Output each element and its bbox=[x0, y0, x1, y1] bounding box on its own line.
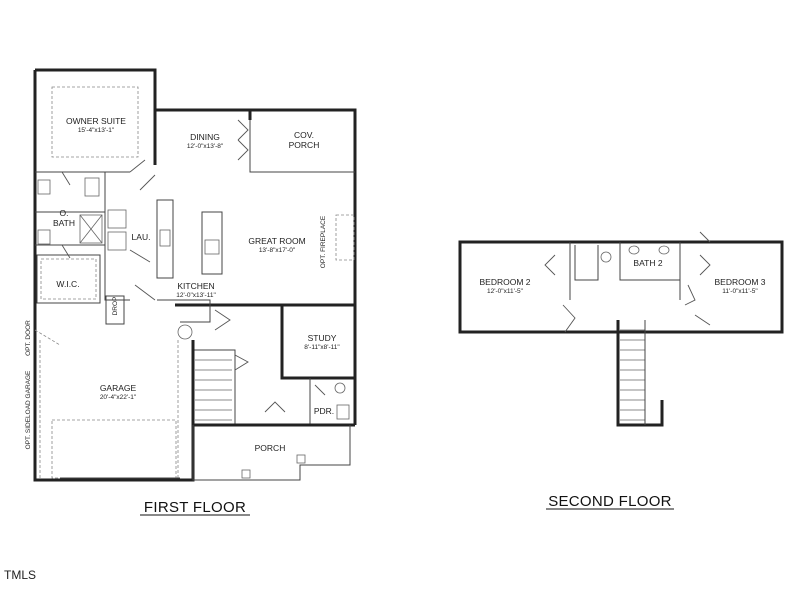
bedroom-partitions bbox=[569, 242, 681, 300]
cov-porch-outline bbox=[249, 120, 355, 173]
bath2-sink bbox=[658, 245, 670, 255]
o-bath-label-2: BATH bbox=[53, 218, 75, 228]
o-bath-label-1: O. bbox=[60, 208, 69, 218]
second-floor-outline bbox=[458, 240, 784, 334]
bath2-label: BATH 2 bbox=[633, 258, 662, 268]
kitchen-dim: 12'-0"x13'-11" bbox=[176, 292, 216, 299]
owner-suite-label: OWNER SUITE bbox=[66, 116, 126, 126]
garage-dim: 20'-4"x22'-1" bbox=[100, 394, 137, 401]
bedroom3-dim: 11'-0"x11'-5" bbox=[722, 288, 758, 295]
toilet-fixture bbox=[84, 177, 100, 197]
right-exterior-wall bbox=[250, 108, 357, 305]
opt-fireplace-label: OPT. FIREPLACE bbox=[320, 215, 327, 268]
wic-shelf bbox=[40, 258, 97, 300]
porch-label: PORCH bbox=[255, 443, 286, 453]
opt-sideload-label: OPT. SIDELOAD GARAGE bbox=[25, 370, 32, 449]
bedroom2-door bbox=[562, 304, 576, 333]
garage-wall bbox=[33, 312, 195, 482]
fridge-marker bbox=[177, 324, 193, 340]
study-label: STUDY bbox=[308, 333, 337, 343]
hall-door-2 bbox=[694, 314, 711, 326]
drop-label: DROP bbox=[112, 297, 119, 316]
kitchen-label: KITCHEN bbox=[177, 281, 214, 291]
bath-door bbox=[61, 171, 71, 259]
first-floor-plan: OWNER SUITE 15'-4"x13'-1" DINING 12'-0"x… bbox=[25, 68, 357, 516]
kitchen-counter bbox=[156, 199, 174, 279]
porch-column bbox=[241, 469, 251, 479]
stair-enclosure bbox=[193, 349, 236, 425]
porch-outline bbox=[192, 425, 351, 481]
tub-fixture bbox=[574, 245, 599, 281]
laundry-wall bbox=[104, 172, 130, 301]
stair-treads-2 bbox=[620, 329, 645, 421]
owner-door bbox=[129, 159, 156, 191]
closet-door bbox=[234, 354, 249, 371]
garage-label: GARAGE bbox=[100, 383, 137, 393]
bath2-wall bbox=[619, 242, 680, 281]
pdr-sink bbox=[334, 382, 346, 394]
pdr-door bbox=[314, 384, 326, 396]
cov-porch-label-1: COV. bbox=[294, 130, 314, 140]
bedroom2-label: BEDROOM 2 bbox=[479, 277, 530, 287]
island-sink bbox=[204, 239, 220, 255]
cooktop-fixture bbox=[159, 229, 171, 247]
garage-opt-lines bbox=[39, 340, 179, 480]
bedroom3-label: BEDROOM 3 bbox=[714, 277, 765, 287]
foyer-door bbox=[214, 309, 231, 331]
bedroom2-dim: 12'-0"x11'-5" bbox=[487, 288, 524, 295]
pdr-label: PDR. bbox=[314, 406, 334, 416]
closet-door-2 bbox=[544, 254, 556, 276]
shower-fixture bbox=[79, 214, 103, 244]
dining-door bbox=[237, 119, 249, 161]
hall-door bbox=[129, 249, 156, 301]
stair-treads bbox=[195, 359, 232, 421]
second-floor-title: SECOND FLOOR bbox=[548, 493, 672, 510]
stair-wall bbox=[616, 320, 664, 427]
cov-porch-label-2: PORCH bbox=[289, 140, 320, 150]
first-floor-title: FIRST FLOOR bbox=[144, 499, 246, 516]
bath2-toilet bbox=[600, 251, 612, 263]
bath2-door bbox=[684, 284, 696, 306]
porch-column bbox=[296, 454, 306, 464]
entry-door bbox=[264, 401, 286, 413]
washer-fixture bbox=[107, 209, 127, 229]
wic-label: W.I.C. bbox=[56, 279, 79, 289]
opt-door-swing bbox=[34, 329, 61, 346]
sink-fixture bbox=[37, 229, 51, 245]
dryer-fixture bbox=[107, 231, 127, 251]
kitchen-lower-counter bbox=[157, 299, 211, 323]
pdr-toilet bbox=[336, 404, 350, 420]
garage-door-outline bbox=[51, 419, 177, 479]
dining-top-wall bbox=[155, 108, 252, 120]
kitchen-island bbox=[201, 211, 223, 275]
great-room-dim: 13'-8"x17'-0" bbox=[259, 247, 296, 254]
drop-zone bbox=[105, 295, 125, 325]
opt-door-label: OPT. DOOR bbox=[25, 320, 32, 356]
lau-label: LAU. bbox=[132, 232, 151, 242]
study-dim: 8'-11"x8'-11" bbox=[304, 344, 340, 351]
second-floor-plan: BEDROOM 2 12'-0"x11'-5" BATH 2 BEDROOM 3… bbox=[458, 231, 784, 510]
dining-label: DINING bbox=[190, 132, 220, 142]
shower-cross bbox=[79, 214, 103, 244]
study-wall bbox=[280, 305, 355, 380]
bedroom3-door bbox=[699, 231, 711, 276]
tray-ceiling-outline bbox=[51, 86, 139, 158]
fireplace-outline bbox=[335, 214, 355, 261]
sink-fixture bbox=[37, 179, 51, 195]
dining-dim: 12'-0"x13'-8" bbox=[187, 143, 224, 150]
owner-suite-dim: 15'-4"x13'-1" bbox=[78, 127, 115, 134]
great-room-label: GREAT ROOM bbox=[248, 236, 305, 246]
bath2-sink bbox=[628, 245, 640, 255]
o-bath-partition bbox=[35, 211, 106, 246]
mls-logo: TMLS bbox=[4, 568, 36, 582]
owner-suite-wall bbox=[35, 68, 157, 165]
